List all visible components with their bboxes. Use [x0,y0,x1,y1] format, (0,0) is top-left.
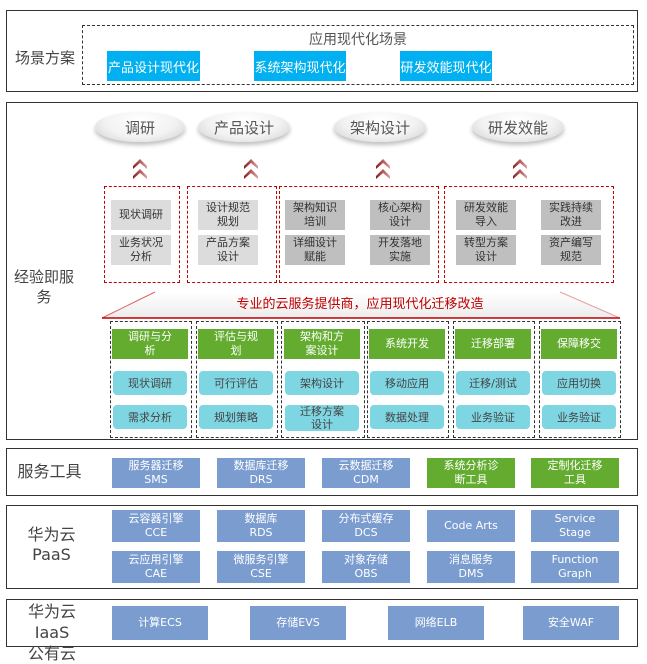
phase-evaluate-plan: 评估与规 划 [198,329,274,359]
group-research [104,186,180,283]
tool-system-diagnosis[interactable]: 系统分析诊断工具 [427,458,515,488]
phase-item: 架构设计 [285,371,359,395]
chevron-up-icon [133,159,147,179]
task-arch-training: 架构知识 培训 [285,200,345,230]
phase-item: 业务验证 [542,405,616,429]
phase-item: 迁移方案 设计 [285,405,359,431]
task-status-research: 现状调研 [111,200,171,230]
scenario-button-architecture[interactable]: 系统架构现代化 [254,51,346,81]
pill-product-design: 产品设计 [198,112,290,142]
task-transform-plan: 转型方案 设计 [456,235,516,265]
group-rd-efficiency [444,186,614,283]
experience-label: 经验即服务 [14,268,75,306]
task-business-analysis: 业务状况 分析 [111,235,171,265]
phase-system-dev: 系统开发 [369,329,445,359]
task-dev-landing: 开发落地 实施 [370,235,430,265]
banner-text: 专业的云服务提供商，应用现代化迁移改造 [236,297,484,312]
phase-item: 规划策略 [199,405,273,429]
iaas-elb[interactable]: 网络ELB [388,606,484,640]
group-product-design [187,186,277,283]
scenario-button-efficiency[interactable]: 研发效能现代化 [400,51,492,81]
scenario-label: 场景方案 [14,49,75,67]
phase-column [539,321,621,438]
iaas-evs[interactable]: 存储EVS [250,606,346,640]
phase-handover: 保障移交 [541,329,617,359]
iaas-ecs[interactable]: 计算ECS [112,606,208,640]
phase-arch-design: 架构和方 案设计 [284,329,360,359]
phase-research-analysis: 调研与分 析 [112,329,188,359]
phase-item: 数据处理 [370,405,444,429]
scenario-title: 应用现代化场景 [309,32,407,48]
pill-research: 调研 [95,112,185,142]
phase-item: 移动应用 [370,371,444,395]
task-asset-spec: 资产编写 规范 [541,235,601,265]
phase-item: 现状调研 [113,371,187,395]
tools-label: 服务工具 [17,462,82,481]
chevron-up-icon [376,159,390,179]
task-core-arch: 核心架构 设计 [370,200,430,230]
chevron-up-icon [513,159,527,179]
phase-item: 应用切换 [542,371,616,395]
pill-rd-efficiency: 研发效能 [472,112,564,142]
banner-shape [101,291,621,319]
scenario-frame [82,25,634,85]
scenario-button-product[interactable]: 产品设计现代化 [107,51,200,81]
phase-migration-deploy: 迁移部署 [455,329,531,359]
group-architecture [279,186,439,283]
chevron-up-icon [244,159,258,179]
task-detail-design: 详细设计 赋能 [285,235,345,265]
phase-column [367,321,449,438]
task-design-spec: 设计规范 规划 [198,200,258,230]
paas-label: 华为云 PaaS [27,525,76,564]
phase-column [196,321,278,438]
iaas-label: 华为云IaaS 公有云 [27,602,76,663]
phase-column [281,321,365,438]
task-continuous-improve: 实践持续 改进 [541,200,601,230]
phase-column [453,321,535,438]
phase-item: 业务验证 [456,405,530,429]
task-efficiency-intro: 研发效能 导入 [456,200,516,230]
task-product-plan: 产品方案 设计 [198,235,258,265]
tool-custom-migration[interactable]: 定制化迁移工具 [531,458,619,488]
phase-item: 可行评估 [199,371,273,395]
phase-item: 需求分析 [113,405,187,429]
phase-column [110,321,192,438]
phase-item: 迁移/测试 [456,371,530,395]
paas-codearts[interactable]: Code Arts [427,510,515,542]
pill-architecture-design: 架构设计 [334,112,426,142]
iaas-waf[interactable]: 安全WAF [523,606,619,640]
